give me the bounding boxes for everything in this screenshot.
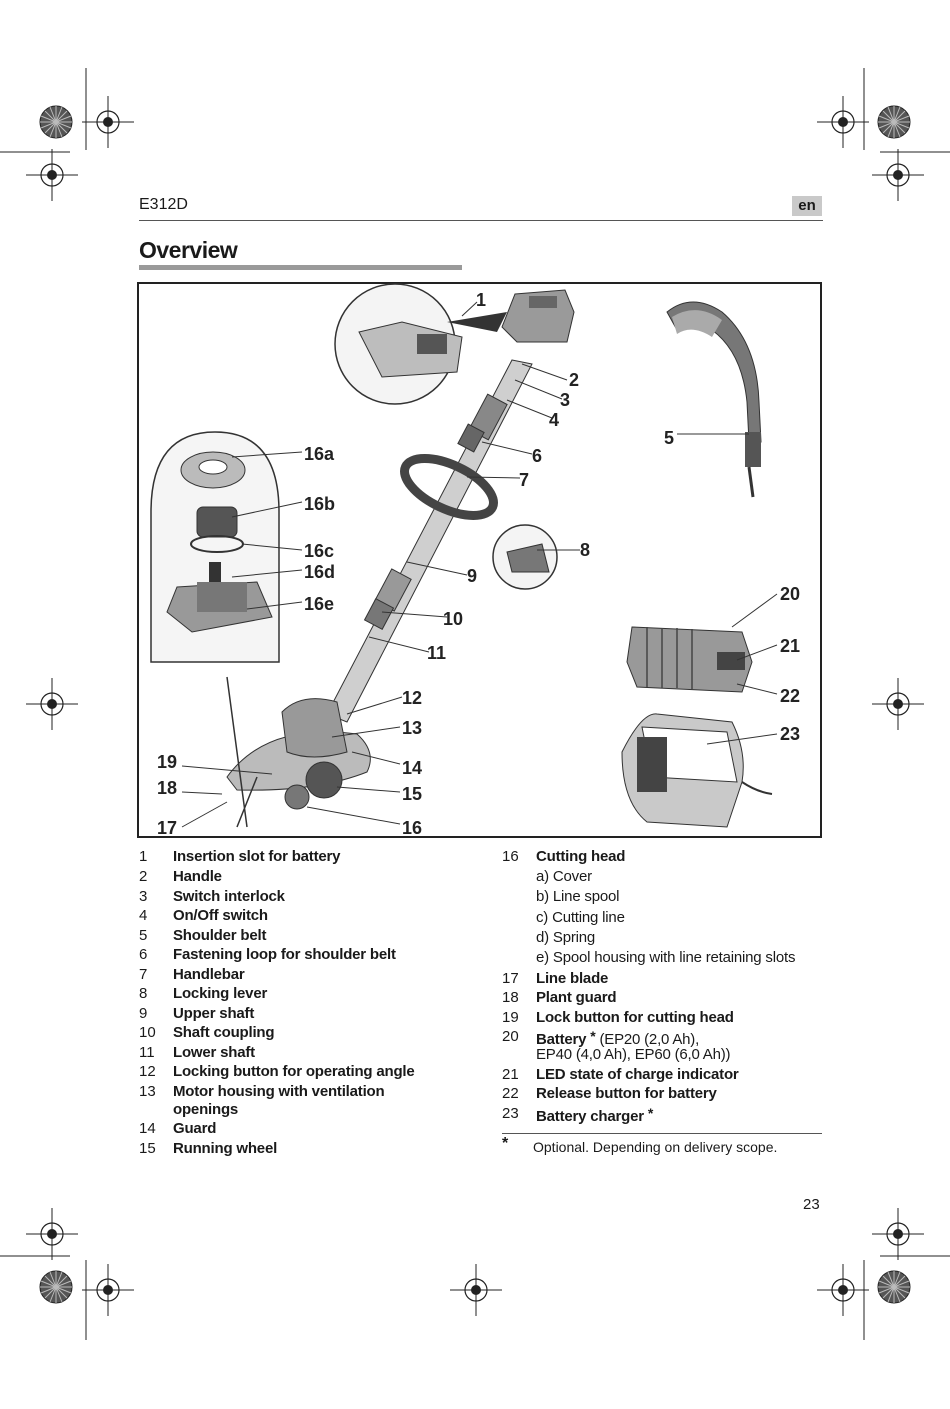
- svg-text:7: 7: [519, 470, 529, 490]
- optional-star: *: [647, 1105, 654, 1121]
- language-badge: en: [792, 196, 822, 216]
- svg-text:5: 5: [664, 428, 674, 448]
- svg-text:10: 10: [443, 609, 463, 629]
- svg-text:8: 8: [580, 540, 590, 560]
- svg-text:16c: 16c: [304, 541, 334, 561]
- battery-slot-detail: [334, 283, 507, 405]
- svg-text:16e: 16e: [304, 594, 334, 614]
- page-title: Overview: [139, 237, 238, 263]
- svg-text:6: 6: [532, 446, 542, 466]
- svg-text:18: 18: [157, 778, 177, 798]
- svg-text:23: 23: [780, 724, 800, 744]
- svg-text:21: 21: [780, 636, 800, 656]
- model-code: E312D: [139, 196, 188, 213]
- page-number: 23: [803, 1196, 820, 1213]
- svg-text:16d: 16d: [304, 562, 335, 582]
- footnote-divider: [502, 1133, 822, 1134]
- svg-text:11: 11: [427, 643, 446, 663]
- svg-text:16b: 16b: [304, 494, 335, 514]
- header-divider: [139, 220, 823, 221]
- svg-text:4: 4: [549, 410, 559, 430]
- svg-text:20: 20: [780, 584, 800, 604]
- cutting-head-detail: [150, 431, 280, 663]
- optional-star: *: [590, 1028, 596, 1044]
- charger-unit: [621, 713, 773, 828]
- svg-text:22: 22: [780, 686, 800, 706]
- svg-text:16a: 16a: [304, 444, 335, 464]
- svg-text:12: 12: [402, 688, 422, 708]
- trimmer-head: [226, 676, 371, 828]
- title-underline: [139, 265, 462, 270]
- battery-unit: [626, 626, 753, 693]
- svg-text:2: 2: [569, 370, 579, 390]
- svg-text:16: 16: [402, 818, 422, 838]
- svg-text:19: 19: [157, 752, 177, 772]
- svg-text:17: 17: [157, 818, 177, 838]
- battery-pack: [501, 289, 575, 343]
- svg-text:3: 3: [560, 390, 570, 410]
- svg-text:9: 9: [467, 566, 477, 586]
- footnote-symbol: *: [502, 1135, 509, 1152]
- shoulder-belt: [666, 301, 762, 498]
- footnote-text: Optional. Depending on delivery scope.: [533, 1139, 778, 1155]
- svg-text:14: 14: [402, 758, 422, 778]
- svg-text:13: 13: [402, 718, 422, 738]
- svg-text:1: 1: [476, 290, 486, 310]
- svg-text:15: 15: [402, 784, 422, 804]
